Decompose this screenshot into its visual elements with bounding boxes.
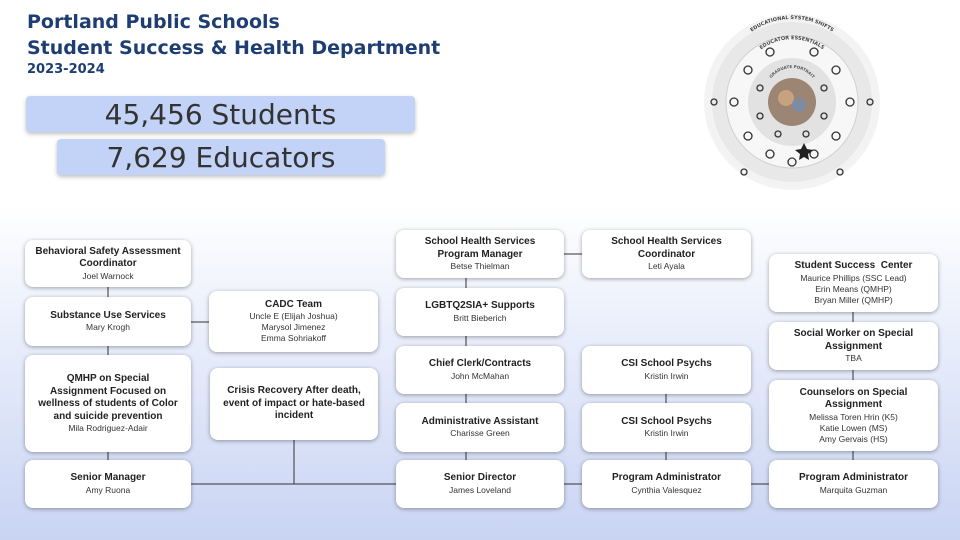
- cadc-member: Uncle E (Elijah Joshua): [249, 311, 338, 322]
- substance-use-box: Substance Use Services Mary Krogh: [25, 297, 191, 346]
- counselor-member: Melissa Toren Hrin (K5): [809, 411, 898, 422]
- social-worker-title: Social Worker on Special Assignment: [793, 328, 914, 352]
- ssc-member: Erin Means (QMHP): [815, 283, 892, 294]
- students-count: 45,456 Students: [26, 96, 415, 132]
- cadc-member: Marysol Jimenez: [261, 322, 326, 333]
- administrative-assistant-title: Administrative Assistant: [421, 415, 539, 427]
- senior-director-box: Senior Director James Loveland: [396, 460, 564, 508]
- program-administrator-title: Program Administrator: [798, 472, 909, 484]
- senior-manager-title: Senior Manager: [70, 472, 146, 484]
- program-administrator-name: Marquita Guzman: [819, 484, 888, 495]
- program-administrator-box: Program Administrator Cynthia Valesquez: [582, 460, 751, 508]
- qmhp-name: Mila Rodriguez-Adair: [68, 423, 148, 433]
- ring-icons: [710, 47, 874, 176]
- program-administrator-title: Program Administrator: [611, 472, 722, 484]
- educators-count: 7,629 Educators: [57, 139, 385, 175]
- lgbtq-supports-name: Britt Bieberich: [453, 312, 507, 323]
- lgbtq-supports-box: LGBTQ2SIA+ Supports Britt Bieberich: [396, 288, 564, 336]
- student-success-center-box: Student Success Center Maurice Phillips …: [769, 254, 938, 312]
- crisis-recovery-title: Crisis Recovery After death, event of im…: [223, 385, 365, 422]
- lgbtq-supports-title: LGBTQ2SIA+ Supports: [425, 300, 535, 312]
- chief-clerk-box: Chief Clerk/Contracts John McMahan: [396, 346, 564, 394]
- header-line-2: Student Success & Health Department: [27, 37, 441, 59]
- csi-school-psychs-title: CSI School Psychs: [621, 415, 712, 427]
- shs-coordinator-title: School Health Services Coordinator: [611, 236, 722, 260]
- behavioral-safety-title: Behavioral Safety Assessment Coordinator: [35, 245, 181, 270]
- star-icon: [795, 143, 813, 160]
- social-worker-box: Social Worker on Special Assignment TBA: [769, 322, 938, 370]
- shs-program-manager-title: School Health Services Program Manager: [424, 236, 536, 260]
- csi-school-psychs-box: CSI School Psychs Kristin Irwin: [582, 346, 751, 394]
- ssc-member: Bryan Miller (QMHP): [814, 294, 893, 305]
- senior-director-title: Senior Director: [443, 472, 517, 484]
- cadc-team-title: CADC Team: [264, 298, 323, 310]
- program-administrator-box-2: Program Administrator Marquita Guzman: [769, 460, 938, 508]
- senior-manager-name: Amy Ruona: [85, 484, 131, 495]
- program-administrator-name: Cynthia Valesquez: [631, 484, 702, 495]
- qmhp-title: QMHP on Special Assignment Focused on we…: [38, 373, 178, 422]
- social-worker-name: TBA: [845, 353, 862, 363]
- counselors-title: Counselors on Special Assignment: [799, 386, 908, 411]
- administrative-assistant-box: Administrative Assistant Charisse Green: [396, 403, 564, 452]
- csi-school-psychs-box-2: CSI School Psychs Kristin Irwin: [582, 403, 751, 452]
- chief-clerk-title: Chief Clerk/Contracts: [428, 358, 532, 370]
- cadc-member: Emma Sohriakoff: [260, 333, 327, 344]
- shs-coordinator-name: Leti Ayala: [648, 261, 685, 271]
- shs-program-manager-box: School Health Services Program Manager B…: [396, 230, 564, 278]
- shs-program-manager-name: Betse Thielman: [450, 261, 510, 271]
- ssc-member: Maurice Phillips (SSC Lead): [800, 272, 907, 283]
- senior-director-name: James Loveland: [449, 484, 511, 495]
- behavioral-safety-name: Joel Warnock: [82, 270, 134, 281]
- counselors-box: Counselors on Special Assignment Melissa…: [769, 380, 938, 451]
- senior-manager-box: Senior Manager Amy Ruona: [25, 460, 191, 508]
- counselor-member: Katie Lowen (MS): [819, 422, 888, 433]
- counselor-member: Amy Gervais (HS): [819, 433, 888, 444]
- behavioral-safety-box: Behavioral Safety Assessment Coordinator…: [25, 240, 191, 287]
- chief-clerk-name: John McMahan: [450, 370, 510, 381]
- csi-school-psychs-name: Kristin Irwin: [644, 370, 689, 381]
- substance-use-title: Substance Use Services: [50, 309, 166, 321]
- qmhp-box: QMHP on Special Assignment Focused on we…: [25, 355, 191, 452]
- cadc-team-box: CADC Team Uncle E (Elijah Joshua) Maryso…: [209, 291, 378, 352]
- graduate-portrait-wheel: EDUCATIONAL SYSTEM SHIFTS EDUCATOR ESSEN…: [704, 14, 880, 190]
- substance-use-name: Mary Krogh: [86, 322, 130, 333]
- header-line-1: Portland Public Schools: [27, 11, 280, 33]
- student-success-center-title: Student Success Center: [794, 260, 913, 272]
- administrative-assistant-name: Charisse Green: [450, 428, 510, 439]
- crisis-recovery-box: Crisis Recovery After death, event of im…: [210, 368, 378, 440]
- csi-school-psychs-title: CSI School Psychs: [621, 358, 712, 370]
- shs-coordinator-box: School Health Services Coordinator Leti …: [582, 230, 751, 278]
- header-year: 2023-2024: [27, 62, 105, 77]
- csi-school-psychs-name: Kristin Irwin: [644, 428, 689, 439]
